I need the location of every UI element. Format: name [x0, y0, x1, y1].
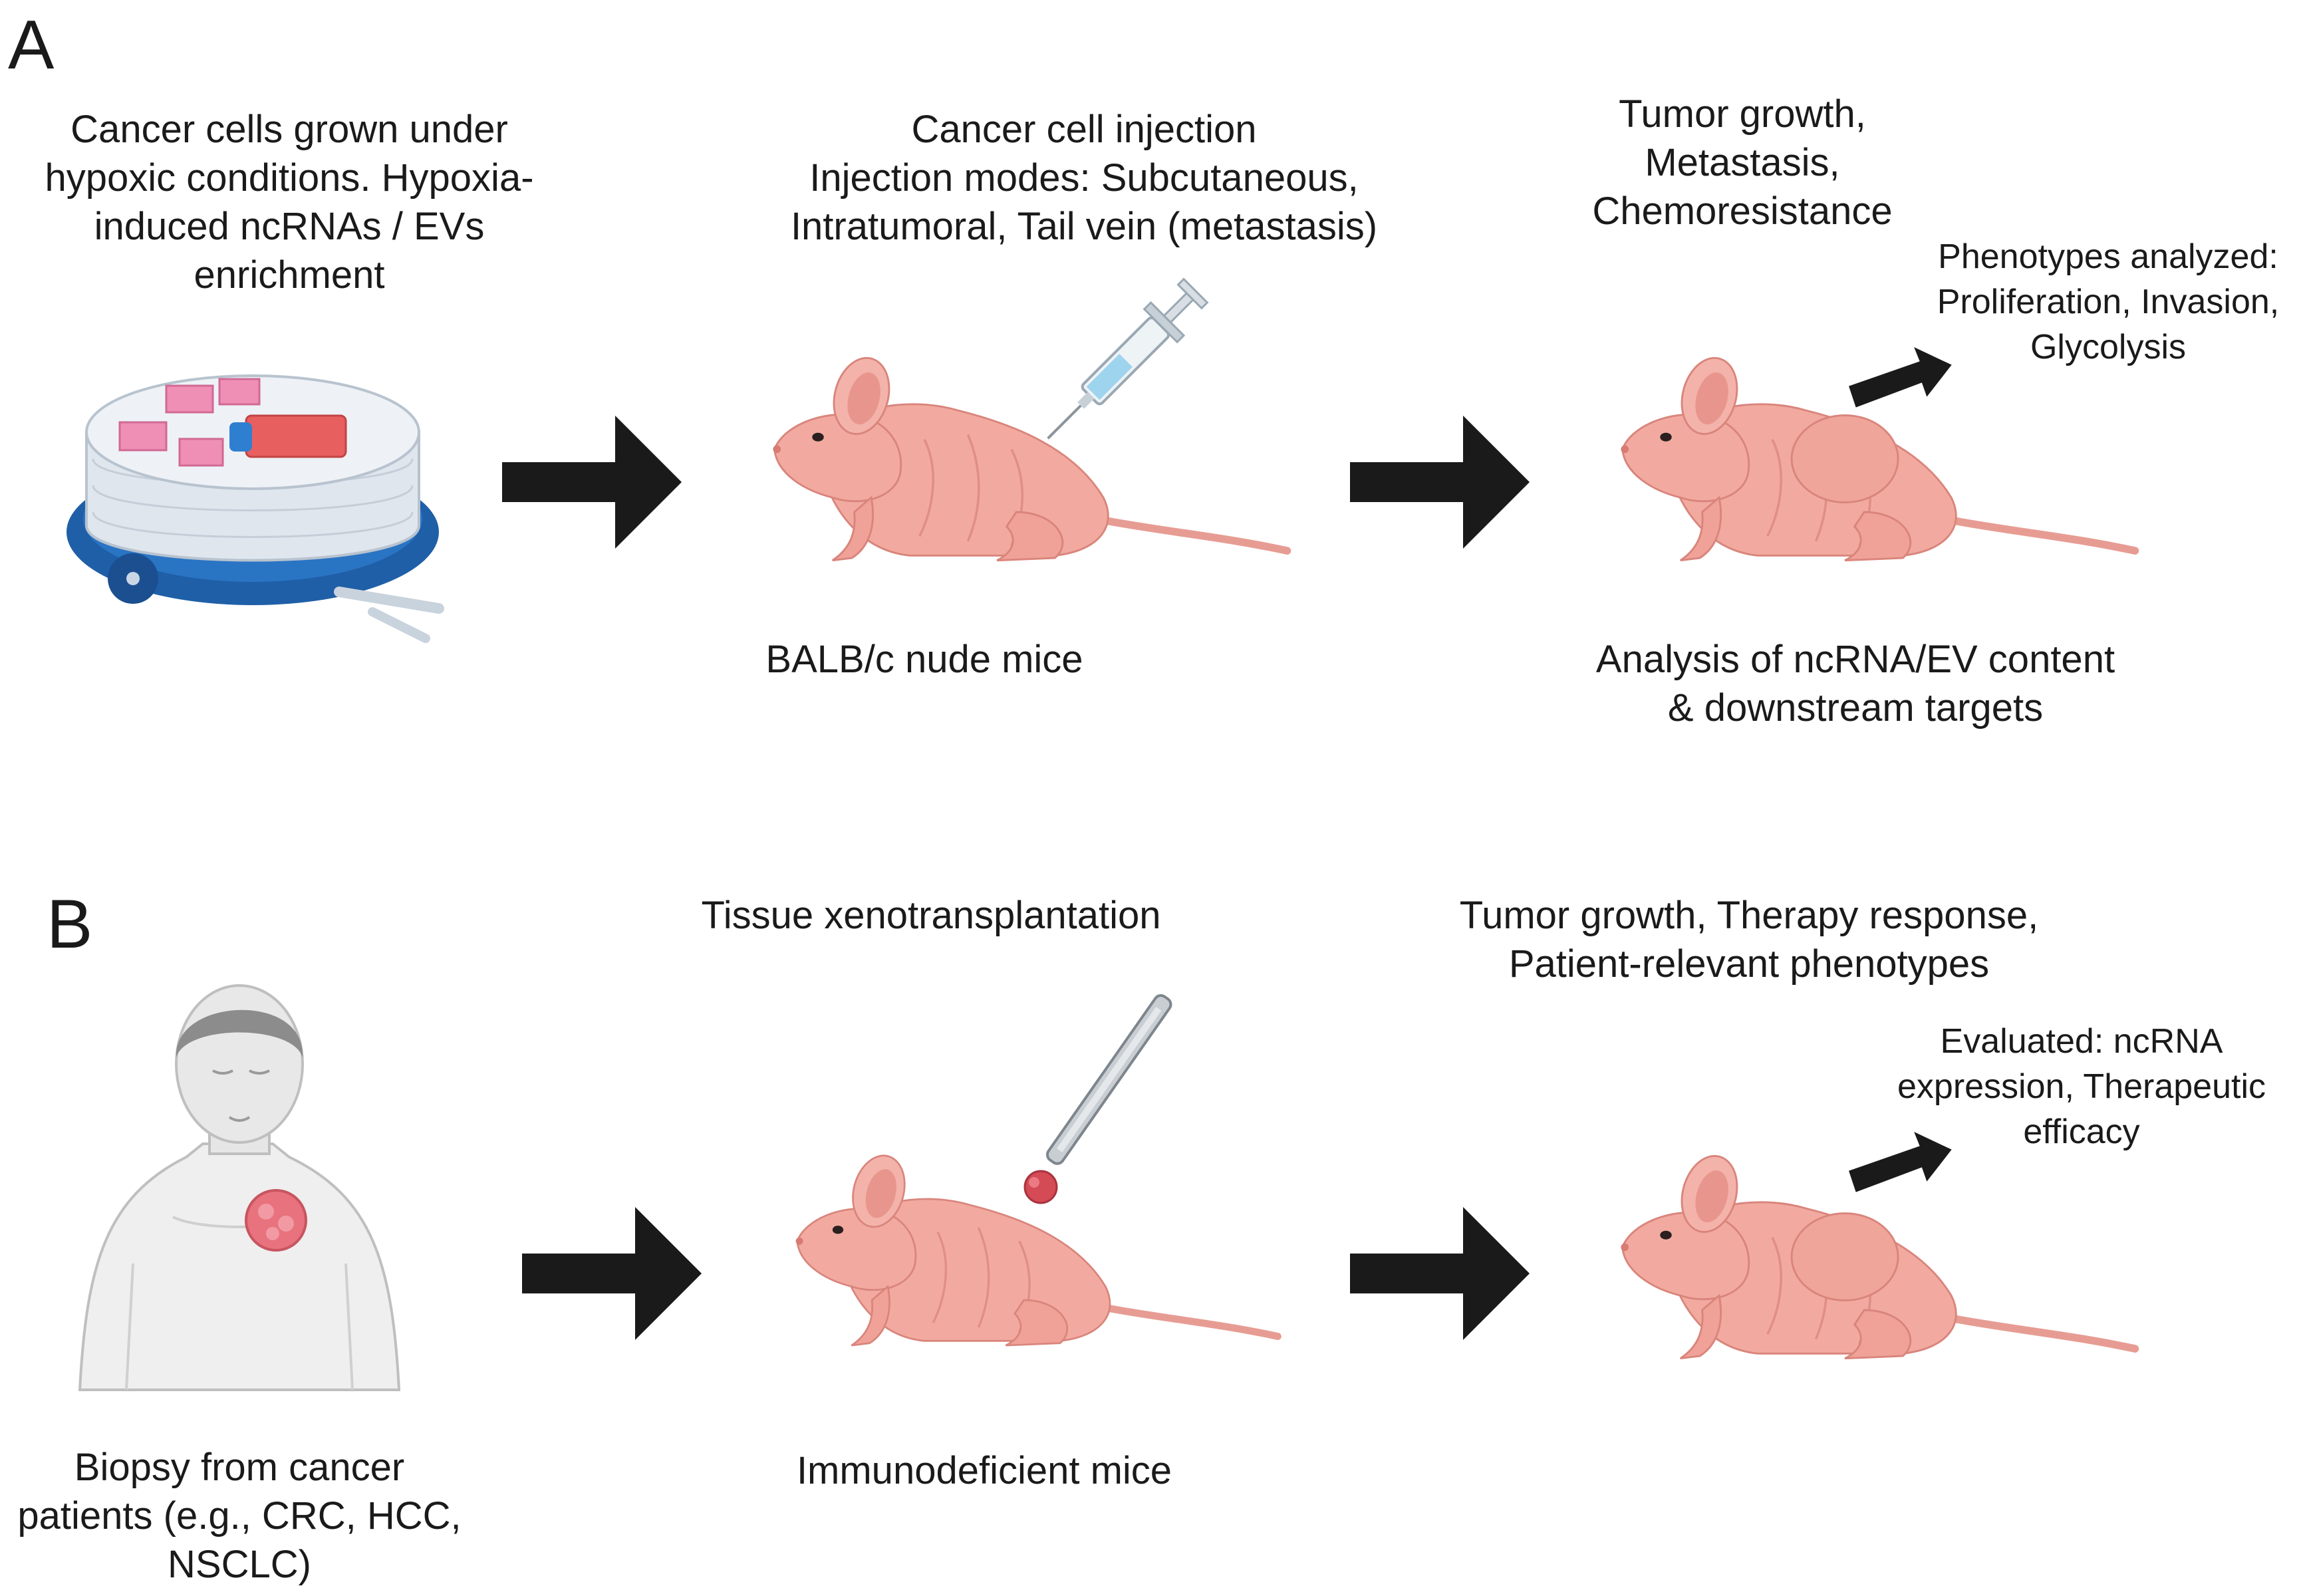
flow-arrow-icon	[1350, 416, 1530, 549]
flow-arrow-icon	[522, 1207, 702, 1340]
step-b2-text: Tissue xenotransplantation	[701, 894, 1161, 937]
step-b3-side-note: Evaluated: ncRNA expression, Therapeutic…	[1897, 1022, 2266, 1151]
step-a2-caption: BALB/c nude mice	[765, 638, 1083, 681]
nude-mouse-icon	[1596, 352, 2161, 565]
step-a3-text: Tumor growth, Metastasis, Chemoresistanc…	[1592, 92, 1893, 233]
step-a3-side-note: Phenotypes analyzed: Proliferation, Inva…	[1937, 237, 2280, 366]
hypoxia-chamber-icon	[67, 374, 444, 643]
step-a3-caption: Analysis of ncRNA/EV content & downstrea…	[1595, 638, 2115, 730]
panel-label-b: B	[47, 886, 93, 963]
syringe-icon	[1047, 277, 1209, 440]
flow-arrow-icon	[502, 416, 682, 549]
step-a2-text: Cancer cell injection Injection modes: S…	[790, 108, 1378, 248]
step-b1-caption: Biopsy from cancer patients (e.g., CRC, …	[17, 1446, 462, 1586]
patient-icon	[78, 984, 401, 1391]
tweezers-icon	[1023, 994, 1172, 1204]
nude-mouse-icon	[1596, 1150, 2161, 1363]
step-b2-caption: Immunodeficient mice	[796, 1449, 1172, 1492]
nude-mouse-icon	[758, 352, 1303, 565]
panel-label-a: A	[8, 7, 55, 84]
step-b3-text: Tumor growth, Therapy response, Patient-…	[1459, 894, 2039, 986]
step-a1-text: Cancer cells grown under hypoxic conditi…	[45, 108, 534, 297]
nude-mouse-icon	[785, 1150, 1290, 1350]
flow-arrow-icon	[1350, 1207, 1530, 1340]
